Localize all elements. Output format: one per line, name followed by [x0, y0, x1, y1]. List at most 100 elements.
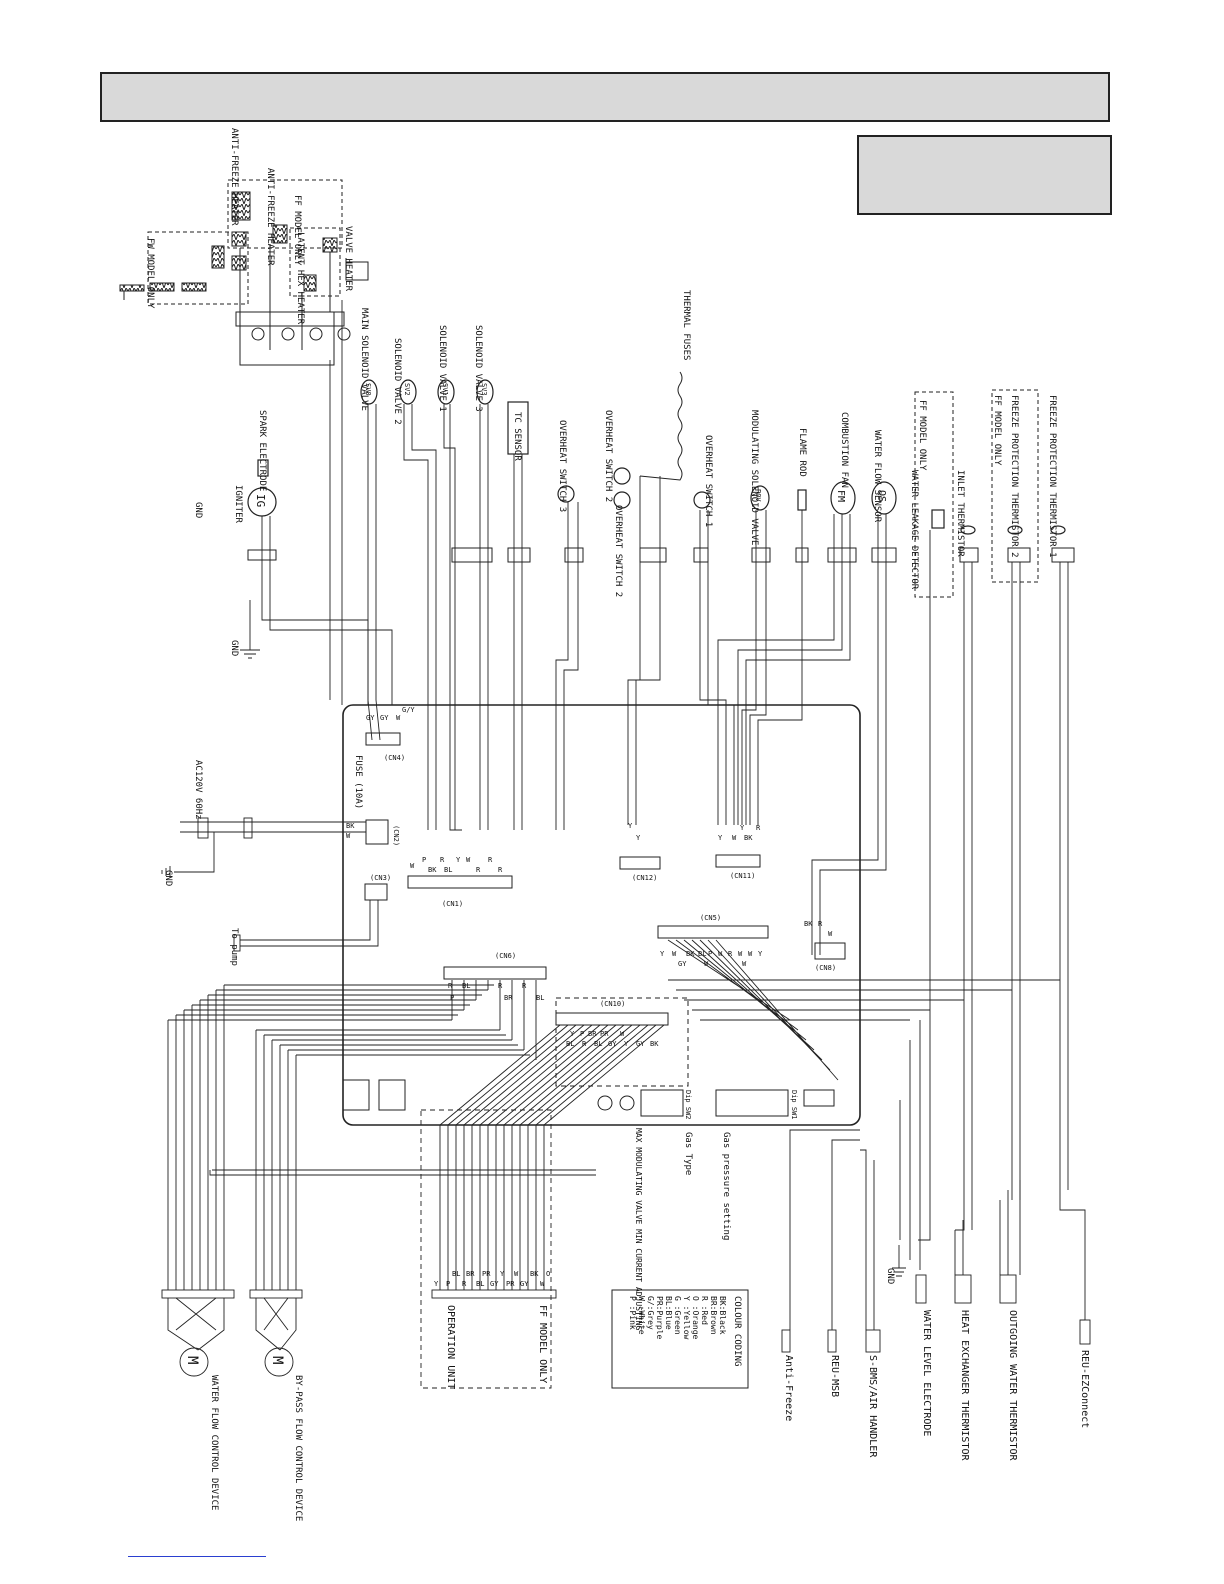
wire-code: BL [476, 1280, 484, 1288]
wire-code: GY [380, 714, 389, 722]
colour-entry: G :Green [673, 1296, 682, 1335]
colour-coding-box [611, 1289, 749, 1389]
wire-code: GY [608, 1040, 617, 1048]
sv2-symbol: SV2 [403, 383, 411, 396]
wire-code: BR [504, 994, 513, 1002]
pov-symbol: POV [754, 489, 762, 502]
cn11-connector: (CN11) [730, 872, 755, 880]
gnd-label-2: GND [229, 640, 239, 656]
valve-heater-label: VALVE HEATER [343, 226, 353, 292]
ff-model-only-top-label: FF MODEL ONLY [292, 195, 302, 266]
wire-code: P [708, 950, 712, 958]
modulating-valve-current-label: MAX MODULATING VALVE MIN CURRENT ADJUSTI… [634, 1128, 643, 1330]
dip-sw1-label: Dip SW1 [790, 1090, 798, 1120]
thermal-fuse-line [639, 371, 683, 481]
sv0-symbol: SV0 [364, 383, 372, 396]
heat-exchanger-thermistor-label: HEAT EXCHANGER THERMISTOR [959, 1310, 970, 1461]
wire-code: G/Y [402, 706, 415, 714]
wire-code: W [718, 950, 723, 958]
wire-code: W [748, 950, 753, 958]
external-connection-wires [667, 939, 1091, 1353]
water-leakage-detector-label: WATER LEAKAGE DETECTOR [909, 470, 919, 590]
note-box [857, 135, 1112, 215]
wire-code: W [396, 714, 401, 722]
s-bms-air-handler-label: S-BMS/AIR HANDLER [867, 1355, 878, 1458]
dip-sw2-label: Dip SW2 [684, 1090, 692, 1120]
fm-symbol: FM [835, 490, 846, 502]
igniter-label: IGNITER [233, 485, 243, 524]
colour-entry: BK:Black [718, 1296, 727, 1335]
wire-code: GY [490, 1280, 499, 1288]
fuse-label: FUSE (10A) [353, 755, 363, 809]
wire-code: W [704, 960, 709, 968]
wire-code: R [498, 982, 503, 990]
flow-device-wires [161, 980, 596, 1377]
wire-code: R [476, 866, 481, 874]
colour-coding-title: COLOUR CODING [732, 1296, 742, 1366]
wire-code: GY [520, 1280, 529, 1288]
gas-pressure-setting-label: Gas pressure setting [721, 1132, 731, 1240]
wire-code: BK [686, 950, 695, 958]
outgoing-water-thermistor-label: OUTGOING WATER THERMISTOR [1007, 1310, 1018, 1461]
operation-unit-box [420, 1024, 665, 1389]
wire-code: PR [506, 1280, 515, 1288]
wire-code: P [446, 1280, 450, 1288]
solenoid-valve-2-label: SOLENOID VALVE 2 [392, 338, 402, 425]
colour-entry: Y :Yellow [682, 1296, 691, 1340]
wire-code: Y [636, 834, 641, 842]
wire-code: W [410, 862, 415, 870]
wire-code: R [448, 982, 453, 990]
latent-hex-heater-label: LATENT HEX HEATER [295, 232, 305, 325]
ff-model-only-freeze-label: FF MODEL ONLY [992, 395, 1002, 466]
modulating-solenoid-valve-label: MODULATING SOLENOID VALVE [749, 410, 759, 545]
heater-group [119, 179, 369, 366]
operation-unit-label: OPERATION UNIT [445, 1305, 456, 1389]
colour-entry: PR:Purple [655, 1296, 664, 1340]
fw-model-only-label: FW MODEL ONLY [145, 238, 155, 309]
wire-code: W [346, 832, 351, 840]
colour-entry: R :Red [700, 1296, 709, 1325]
wire-code: W [742, 960, 747, 968]
wire-code: P [580, 1030, 584, 1038]
cn2-connector: (CN2) [392, 825, 400, 846]
ig-symbol: IG [254, 494, 267, 507]
wire-code: GY [678, 960, 687, 968]
wire-code: BK [346, 822, 355, 830]
overheat-switch-3-label: OVERHEAT SWITCH 3 [557, 420, 567, 512]
colour-entry: BR:Brown [709, 1296, 718, 1335]
wire-code: GY [636, 1040, 645, 1048]
wire-code: Y [660, 950, 665, 958]
wire-code: Y [758, 950, 763, 958]
wire-code: W [466, 856, 471, 864]
pcb-board [342, 704, 861, 1126]
wire-code: PR [600, 1030, 609, 1038]
wire-code: R [728, 950, 733, 958]
wire-code: R [462, 1280, 467, 1288]
cn4-connector: (CN4) [384, 754, 405, 762]
bottom-link-underline[interactable] [128, 1556, 266, 1557]
inlet-thermistor-label: INLET THERMISTOR [955, 470, 965, 557]
gnd-label-1: GND [193, 502, 203, 518]
spark-electrode-label: SPARK ELECTRODE [257, 410, 267, 491]
thermal-fuses-label: THERMAL FUSES [681, 290, 691, 360]
wire-code: Y [456, 856, 461, 864]
gnd-label-4: GND [885, 1268, 895, 1284]
cn8-connector: (CN8) [815, 964, 836, 972]
solenoid-valve-1-label: SOLENOID VALVE 1 [437, 325, 447, 412]
solenoid-valve-3-label: SOLENOID VALVE 3 [473, 325, 483, 412]
water-flow-sensor-label: WATER FLOW SENSOR [872, 430, 882, 523]
sv1-symbol: SV1 [441, 383, 449, 396]
colour-coding-entries: BK:Black BR:Brown R :Red O :Orange Y :Ye… [628, 1296, 727, 1340]
wire-code: PR [482, 1270, 491, 1278]
wire-code: BL [536, 994, 544, 1002]
ff-boxes [914, 389, 1039, 598]
colour-entry: BL:Blue [664, 1296, 673, 1330]
tc-sensor-label: TC SENSOR [512, 412, 522, 461]
qs-symbol: QS [876, 490, 887, 502]
water-flow-control-device-label: WATER FLOW CONTROL DEVICE [209, 1375, 219, 1510]
combustion-fan-label: COMBUSTION FAN [839, 412, 849, 488]
wire-code: R [818, 920, 823, 928]
freeze-protection-thermistor-1-label: FREEZE PROTECTION THERMISTOR 1 [1047, 395, 1057, 558]
wire-code: BR [588, 1030, 597, 1038]
